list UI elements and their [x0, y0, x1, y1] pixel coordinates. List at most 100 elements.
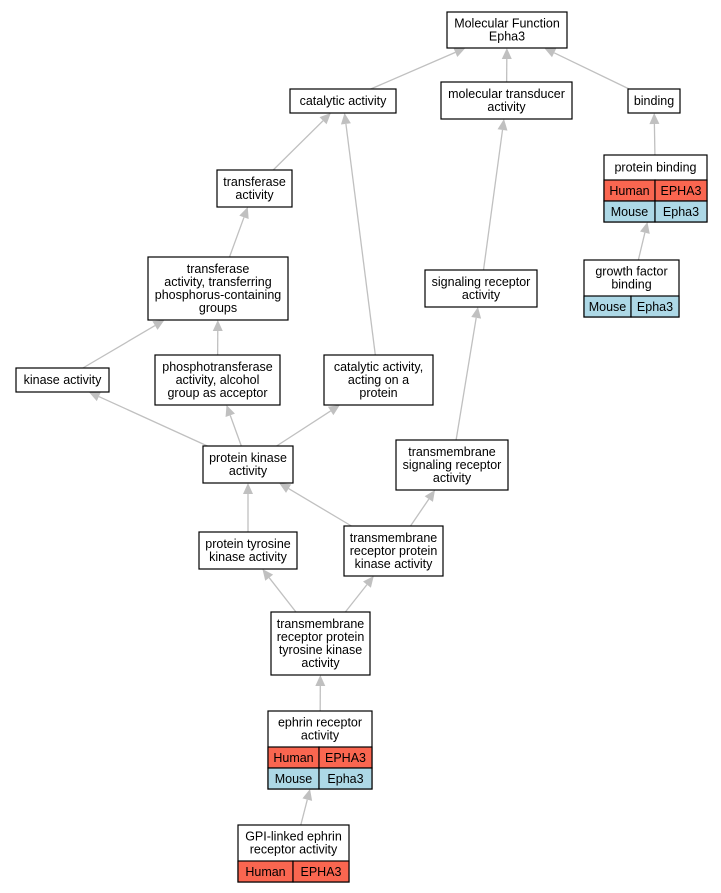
node-box [323, 354, 434, 406]
node-box [270, 611, 371, 676]
node-label: transmembrane [350, 531, 438, 545]
edge-line [344, 584, 368, 613]
node-label: phosphorus-containing [155, 288, 282, 302]
node-box [446, 11, 568, 49]
gene-cell [630, 295, 680, 318]
edge [243, 483, 253, 532]
node-label: protein kinase [209, 451, 287, 465]
arrowhead-icon [327, 405, 340, 416]
species-label: Mouse [275, 772, 313, 786]
edge [340, 113, 376, 356]
arrowhead-icon [497, 119, 508, 131]
node-label: signaling receptor [432, 275, 531, 289]
node-label: catalytic activity, [334, 360, 423, 374]
edge-line [653, 123, 656, 156]
edge-line [409, 498, 430, 527]
arrowhead-icon [243, 483, 253, 494]
node-label: binding [634, 94, 674, 108]
gene-label: EPHA3 [301, 865, 342, 879]
gene-cell [292, 860, 350, 883]
node-label: kinase activity [209, 550, 288, 564]
node-label: acting on a [348, 373, 409, 387]
node-label: GPI-linked ephrin [245, 830, 342, 844]
edge-line [455, 317, 477, 441]
gene-label: EPHA3 [661, 184, 702, 198]
node-label: transmembrane [408, 445, 496, 459]
edge-line [228, 217, 245, 258]
go-term-node[interactable]: catalytic activity [289, 88, 397, 114]
node-label: activity [301, 656, 340, 670]
node-box [198, 531, 298, 570]
go-term-node[interactable]: binding [627, 88, 681, 114]
arrowhead-icon [319, 113, 331, 125]
edge-line [272, 120, 324, 171]
edge [501, 48, 512, 83]
node-box [424, 269, 538, 308]
node-label: activity, transferring [164, 275, 271, 289]
edge-line [229, 415, 242, 447]
edge [279, 483, 352, 527]
edge [212, 320, 223, 356]
node-label: kinase activity [24, 373, 103, 387]
node-label: groups [199, 301, 237, 315]
arrowhead-icon [640, 222, 650, 234]
arrowhead-icon [315, 675, 326, 687]
node-box [216, 169, 293, 208]
node-box [395, 439, 509, 491]
node-label: receptor protein [350, 544, 438, 558]
gene-cell [318, 767, 373, 790]
node-label: tyrosine kinase [279, 643, 362, 657]
node-box [627, 88, 681, 114]
species-label: Human [245, 865, 285, 879]
gene-label: EPHA3 [325, 751, 366, 765]
gene-cell [654, 200, 708, 223]
edge [409, 490, 435, 527]
node-label: activity [301, 729, 340, 743]
node-box [154, 354, 281, 406]
node-label: Molecular Function [454, 17, 560, 31]
node-label: binding [611, 278, 651, 292]
edges-layer [82, 47, 660, 826]
node-label: activity, alcohol [176, 373, 260, 387]
edge [482, 119, 508, 271]
node-label: protein binding [614, 161, 696, 175]
node-label: transferase [223, 175, 286, 189]
edge [370, 47, 466, 90]
edge [225, 405, 242, 447]
edge-line [300, 799, 308, 826]
edge-line [553, 52, 630, 90]
node-label: receptor protein [277, 630, 365, 644]
arrowhead-icon [649, 113, 660, 125]
go-term-node[interactable]: kinase activity [15, 367, 110, 393]
edge [649, 113, 660, 156]
edge-line [276, 410, 332, 447]
node-box [15, 367, 110, 393]
arrowhead-icon [88, 392, 101, 402]
arrowhead-icon [453, 47, 466, 57]
gene-label: Epha3 [663, 205, 699, 219]
node-label: activity [433, 471, 472, 485]
edge [272, 113, 331, 171]
node-label: protein tyrosine [205, 537, 291, 551]
node-box [289, 88, 397, 114]
node-box [147, 256, 289, 321]
arrowhead-icon [225, 405, 235, 418]
species-label: Mouse [611, 205, 649, 219]
edge-line [98, 395, 208, 447]
